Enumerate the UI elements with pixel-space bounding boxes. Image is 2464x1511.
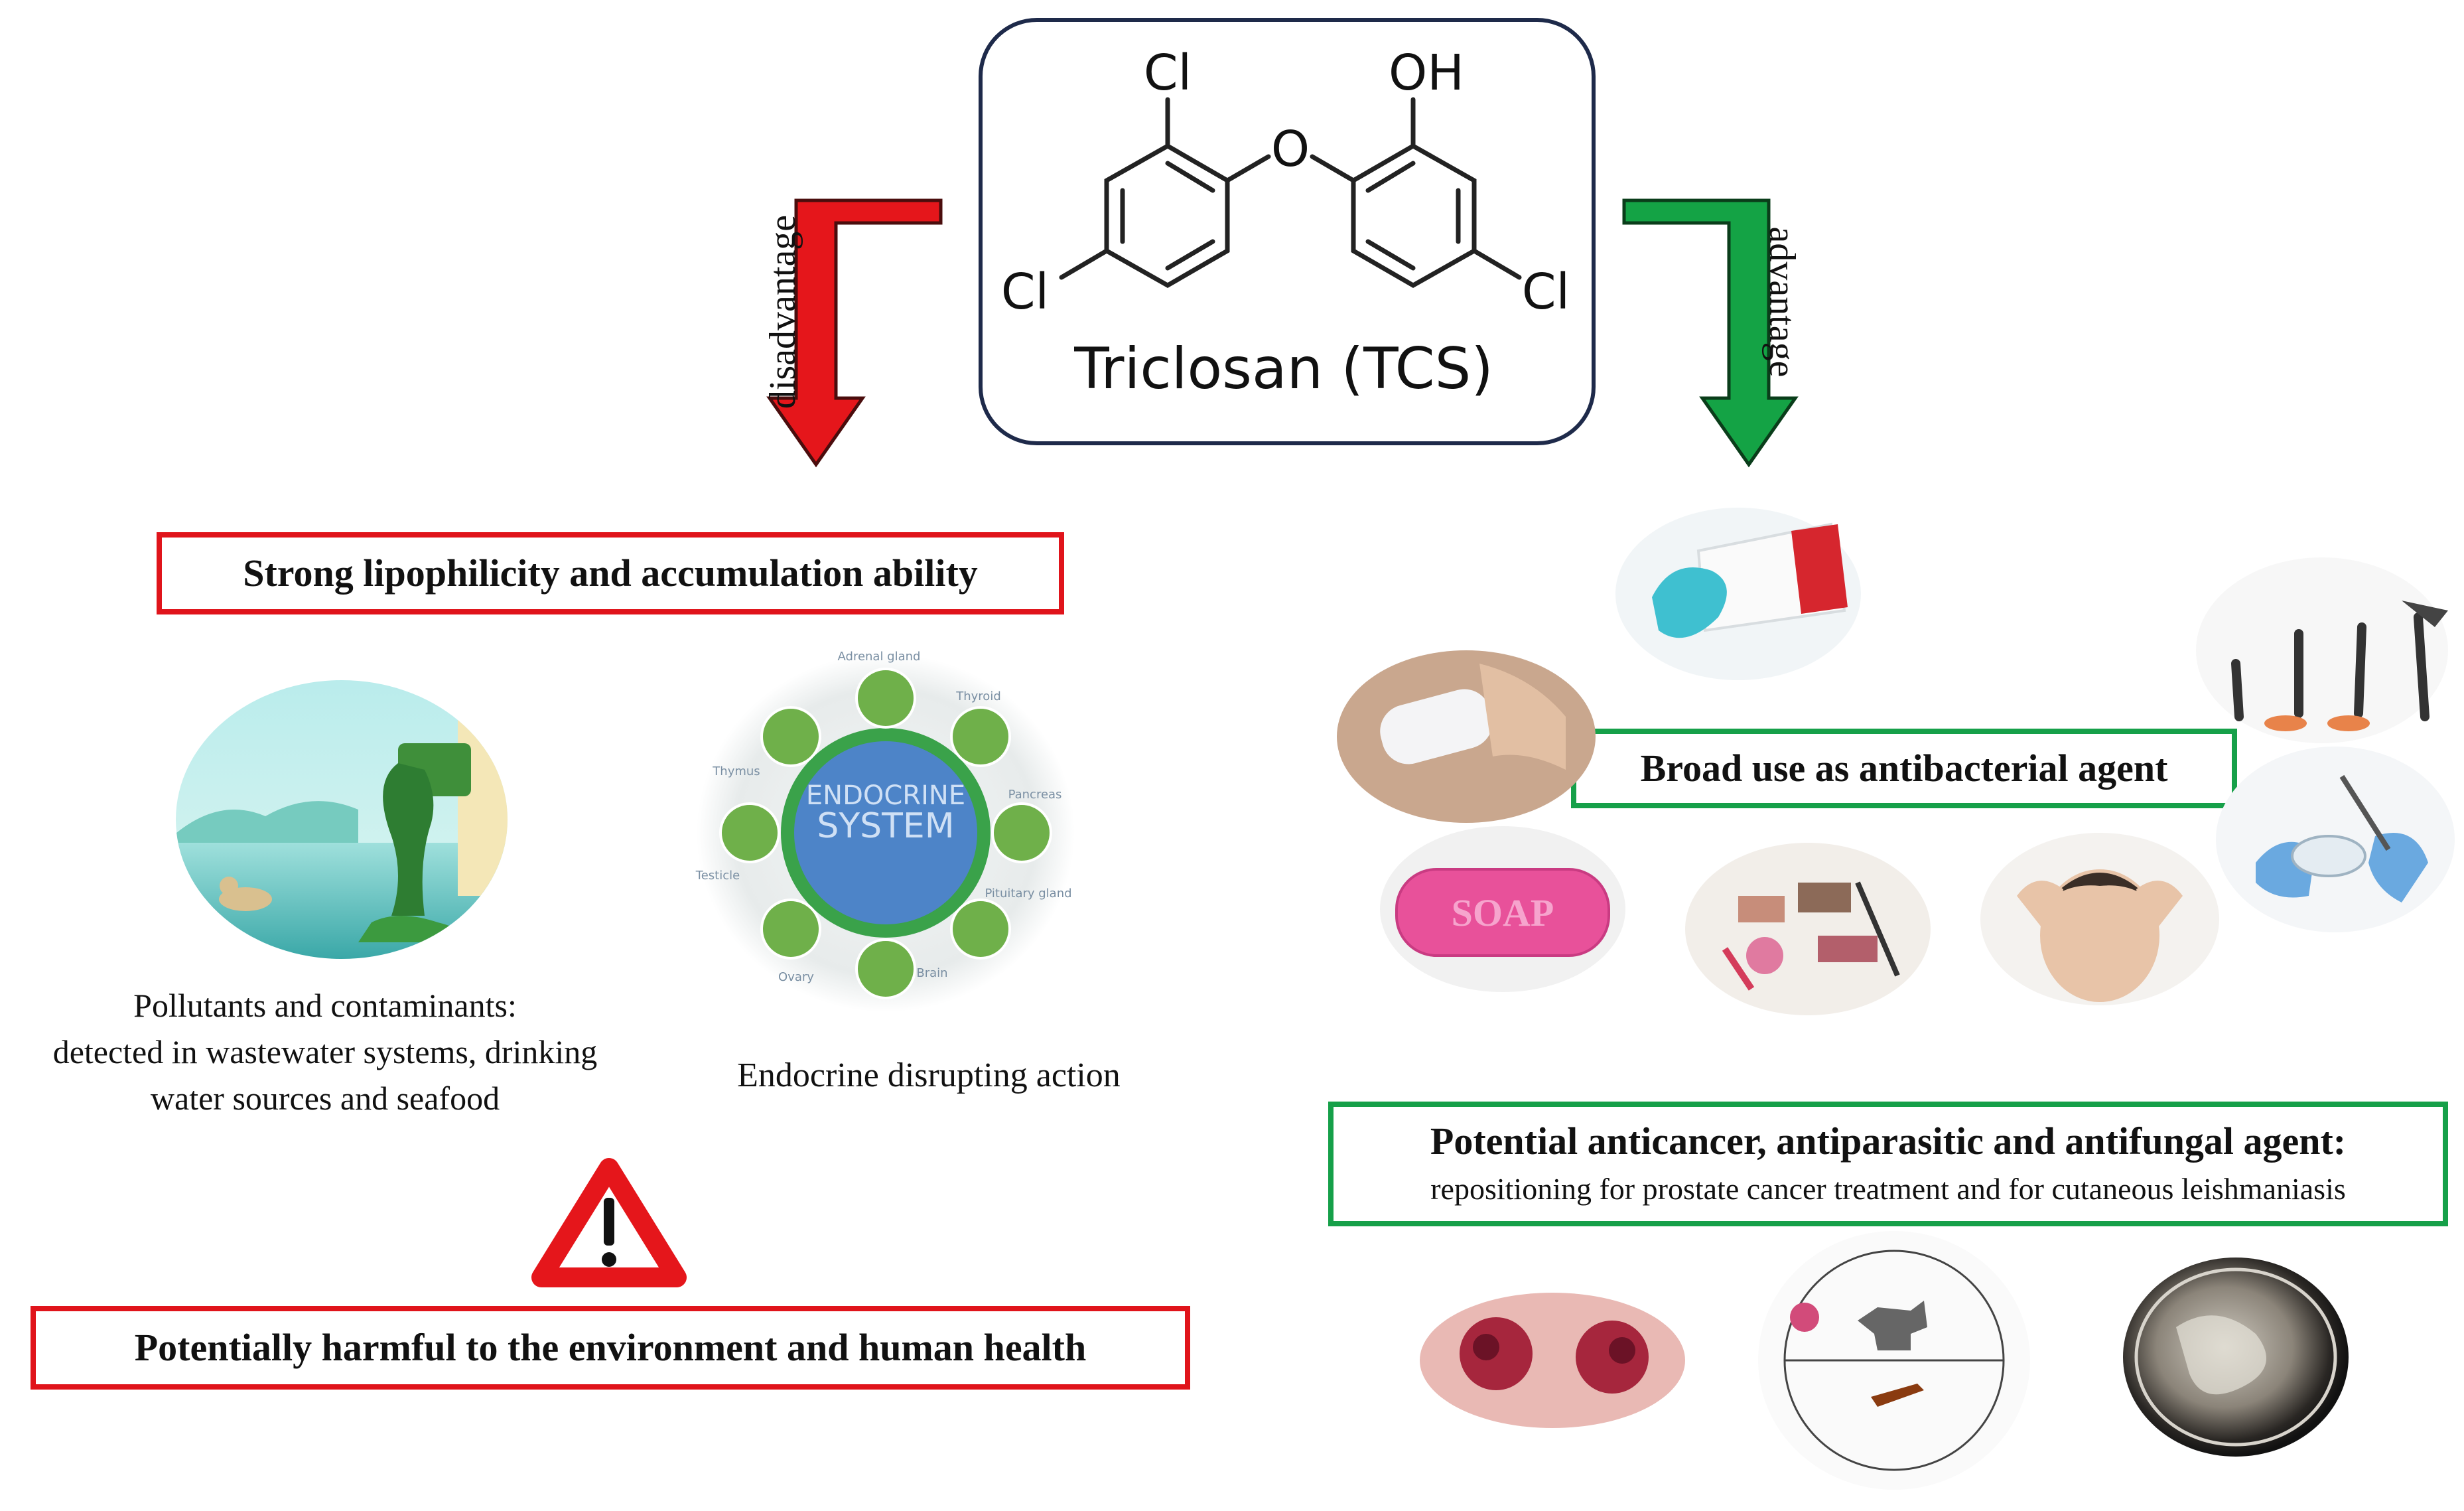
medical-devices-icon (2216, 747, 2455, 932)
organ-icon-thymus (760, 706, 821, 767)
disadvantage-arrow: disadvantage (762, 198, 943, 468)
toothpaste-icon (1615, 508, 1861, 680)
molecule-box (979, 18, 1596, 445)
organ-label-thyroid: Thyroid (955, 689, 1001, 703)
organ-label-pituitary: Pituitary gland (985, 887, 1071, 900)
hair-washing-icon (1980, 833, 2219, 1005)
atom-cl-right: Cl (1522, 263, 1570, 321)
advantage-arrow: advantage (1622, 198, 1803, 468)
warning-triangle-icon (531, 1158, 687, 1287)
organ-label-pancreas: Pancreas (1008, 788, 1062, 802)
pollutants-caption: Pollutants and contaminants: detected in… (0, 982, 650, 1121)
organ-icon-adrenal (855, 668, 916, 729)
harmful-box (31, 1306, 1190, 1390)
pollutants-caption-line-2: detected in wastewater systems, drinking (52, 1033, 598, 1070)
harmful-conclusion: Potentially harmful to the environment a… (134, 1326, 1087, 1369)
antibacterial-heading: Broad use as antibacterial agent (1640, 747, 2168, 790)
soap-text: SOAP (1452, 891, 1554, 934)
atom-cl-left: Cl (1001, 263, 1049, 321)
disadvantage-label: disadvantage (762, 215, 803, 409)
molecule-name: Triclosan (TCS) (1073, 336, 1493, 402)
cancer-cells-icon (1420, 1293, 1685, 1428)
endocrine-title-1: ENDOCRINE (806, 780, 965, 811)
petri-dish-icon (2123, 1258, 2349, 1457)
organ-icon-thyroid (950, 706, 1011, 767)
organ-icon-brain (855, 938, 916, 999)
organ-label-ovary: Ovary (778, 970, 814, 984)
potential-agent-box (1328, 1102, 2448, 1226)
atom-o-bridge: O (1271, 121, 1310, 178)
organ-label-brain: Brain (916, 966, 947, 980)
pollutants-caption-line-3: water sources and seafood (150, 1080, 500, 1117)
triclosan-structure (1059, 97, 1522, 289)
leishmaniasis-cycle-icon (1758, 1231, 2030, 1490)
lipophilicity-heading: Strong lipophilicity and accumulation ab… (243, 551, 978, 595)
advantage-label: advantage (1761, 227, 1803, 378)
prosthetics-icon (2196, 557, 2448, 743)
antibacterial-box (1571, 729, 2237, 808)
deodorant-icon (1337, 650, 1596, 823)
cosmetics-icon (1685, 843, 1931, 1015)
soap-icon: SOAP (1380, 826, 1625, 992)
endocrine-illustration: ENDOCRINE SYSTEM Adrenal gland Thyroid P… (695, 650, 1075, 1012)
pollutants-caption-line-1: Pollutants and contaminants: (133, 987, 517, 1024)
organ-icon-ovary (760, 899, 821, 960)
organ-label-testicle: Testicle (695, 869, 740, 883)
organ-label-thymus: Thymus (712, 764, 760, 778)
wastewater-illustration (176, 680, 508, 959)
organ-icon-pancreas (991, 802, 1052, 863)
atom-cl-top: Cl (1144, 44, 1192, 102)
endocrine-title-2: SYSTEM (817, 806, 954, 846)
molecule-panel: Cl OH O Cl Cl Triclosan (TCS) (979, 18, 1596, 445)
lipophilicity-box (157, 532, 1064, 614)
organ-icon-testicle (719, 802, 780, 863)
potential-agent-subtitle: repositioning for prostate cancer treatm… (1430, 1172, 2346, 1206)
organ-icon-pituitary (950, 899, 1011, 960)
endocrine-caption: Endocrine disrupting action (737, 1056, 1121, 1094)
organ-label-adrenal: Adrenal gland (838, 650, 921, 664)
potential-agent-title: Potential anticancer, antiparasitic and … (1430, 1119, 2347, 1163)
atom-oh: OH (1389, 44, 1464, 102)
